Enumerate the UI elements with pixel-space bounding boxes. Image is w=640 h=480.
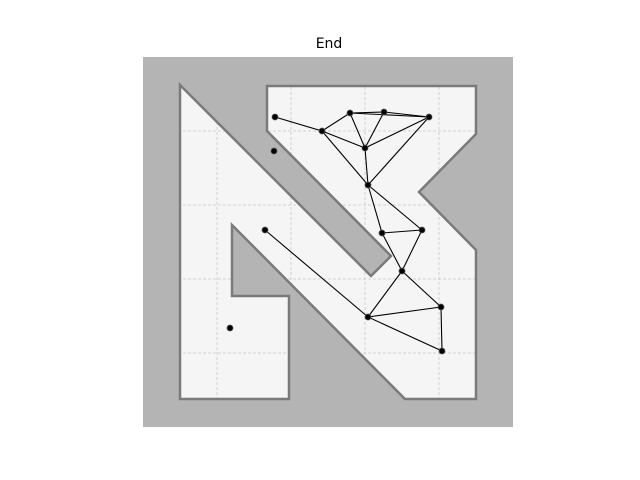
- graph-edge: [367, 116, 430, 186]
- graph-node: [270, 147, 278, 155]
- free-space-region-left: [180, 85, 476, 399]
- graph-edge: [367, 316, 443, 352]
- graph-edge: [367, 306, 442, 318]
- graph-edge: [367, 184, 423, 231]
- graph-node: [437, 303, 445, 311]
- graph-edge: [401, 270, 442, 308]
- graph-edge: [349, 112, 430, 118]
- graph-edge: [321, 130, 369, 186]
- graph-node: [378, 229, 386, 237]
- graph-edge: [381, 232, 403, 272]
- graph-edge: [264, 229, 369, 318]
- graph-nodes: [226, 108, 446, 355]
- graph-node: [346, 109, 354, 117]
- graph-node: [425, 113, 433, 121]
- graph-edge: [349, 112, 366, 149]
- graph-edge: [274, 116, 323, 132]
- graph-edge: [367, 184, 383, 234]
- graph-node: [271, 113, 279, 121]
- graph-node: [261, 226, 269, 234]
- graph-edges: [264, 111, 443, 352]
- graph-node: [318, 127, 326, 135]
- graph-edge: [364, 116, 430, 149]
- graph-edge: [367, 270, 403, 318]
- free-space-boundary: [178, 81, 478, 401]
- graph-edge: [364, 147, 369, 186]
- figure-title: End: [316, 36, 343, 52]
- graph-node: [364, 181, 372, 189]
- graph-node: [398, 267, 406, 275]
- graph-edge: [381, 229, 423, 234]
- graph-edge: [401, 229, 423, 272]
- graph-node: [418, 226, 426, 234]
- graph-node: [226, 324, 234, 332]
- graph-edge: [321, 112, 351, 132]
- graph-node: [380, 108, 388, 116]
- graph-node: [438, 347, 446, 355]
- graph-node: [361, 144, 369, 152]
- graph-edge: [440, 306, 443, 352]
- graph-node: [364, 313, 372, 321]
- graph-edge: [364, 111, 385, 149]
- graph-edge: [321, 130, 366, 149]
- map-area: [143, 57, 513, 427]
